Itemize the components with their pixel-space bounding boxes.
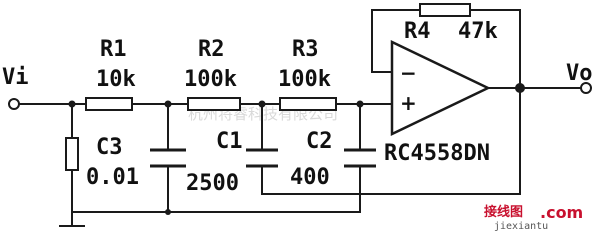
label-r3-value: 100k (278, 67, 331, 92)
opamp-plus-sign: + (400, 91, 417, 115)
capacitor-c1-left (150, 148, 186, 168)
label-c3-name: C3 (96, 135, 123, 160)
watermark-site-com: .com (540, 203, 583, 222)
label-r4-name: R4 (404, 19, 431, 44)
resistor-r3 (279, 97, 337, 111)
site-watermark: 接线图 .com jiexiantu (484, 203, 583, 232)
opamp-minus-sign: − (400, 61, 417, 85)
junction-dot (68, 100, 76, 108)
label-vo: Vo (566, 61, 593, 86)
junction-dot (356, 100, 364, 108)
label-r1-name: R1 (100, 37, 127, 62)
capacitor-c2 (344, 148, 376, 168)
label-c2-name: C2 (306, 129, 333, 154)
label-r1-value: 10k (96, 67, 136, 92)
junction-dot (164, 100, 172, 108)
junction-dot (165, 209, 171, 215)
label-c1-value: 2500 (186, 171, 239, 196)
opamp-triangle (390, 40, 491, 136)
junction-dot (258, 100, 266, 108)
label-opamp-model: RC4558DN (384, 141, 490, 166)
output-terminal (580, 82, 592, 94)
resistor-r4 (419, 3, 471, 17)
input-terminal (8, 98, 20, 110)
label-c1-name: C1 (216, 129, 243, 154)
label-r2-value: 100k (184, 67, 237, 92)
label-c3-value: 0.01 (86, 165, 139, 190)
schematic-svg: 杭州将睿科技有限公司 (2, 3, 593, 232)
junction-dot-output (515, 83, 525, 93)
resistor-r1 (85, 97, 133, 111)
circuit-diagram: 杭州将睿科技有限公司 (2, 3, 593, 232)
label-r3-name: R3 (292, 37, 319, 62)
component-c3 (65, 137, 79, 171)
watermark-site-en: jiexiantu (494, 221, 548, 232)
wires (17, 9, 583, 227)
label-vi: Vi (2, 65, 29, 90)
resistor-r2 (187, 97, 241, 111)
capacitor-c1 (246, 148, 278, 168)
label-r2-name: R2 (198, 37, 225, 62)
watermark-site-cn: 接线图 (484, 204, 523, 220)
label-r4-value: 47k (458, 19, 498, 44)
label-c2-value: 400 (290, 165, 330, 190)
